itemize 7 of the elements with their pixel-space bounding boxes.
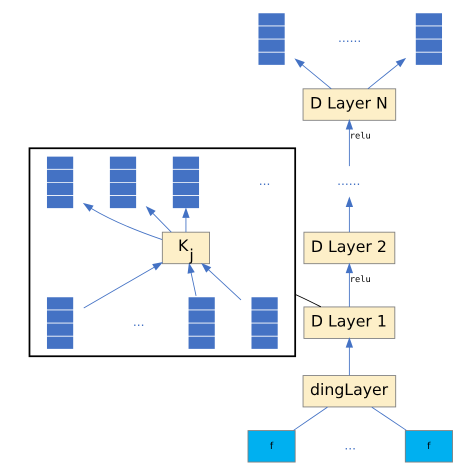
label: ... bbox=[132, 314, 144, 329]
label: ... bbox=[344, 438, 356, 453]
edge-label: relu bbox=[349, 132, 370, 142]
label: ... bbox=[258, 174, 270, 188]
label: ...... bbox=[338, 30, 361, 45]
node-text: ...... bbox=[336, 174, 360, 188]
edge-label: relu bbox=[349, 275, 370, 286]
